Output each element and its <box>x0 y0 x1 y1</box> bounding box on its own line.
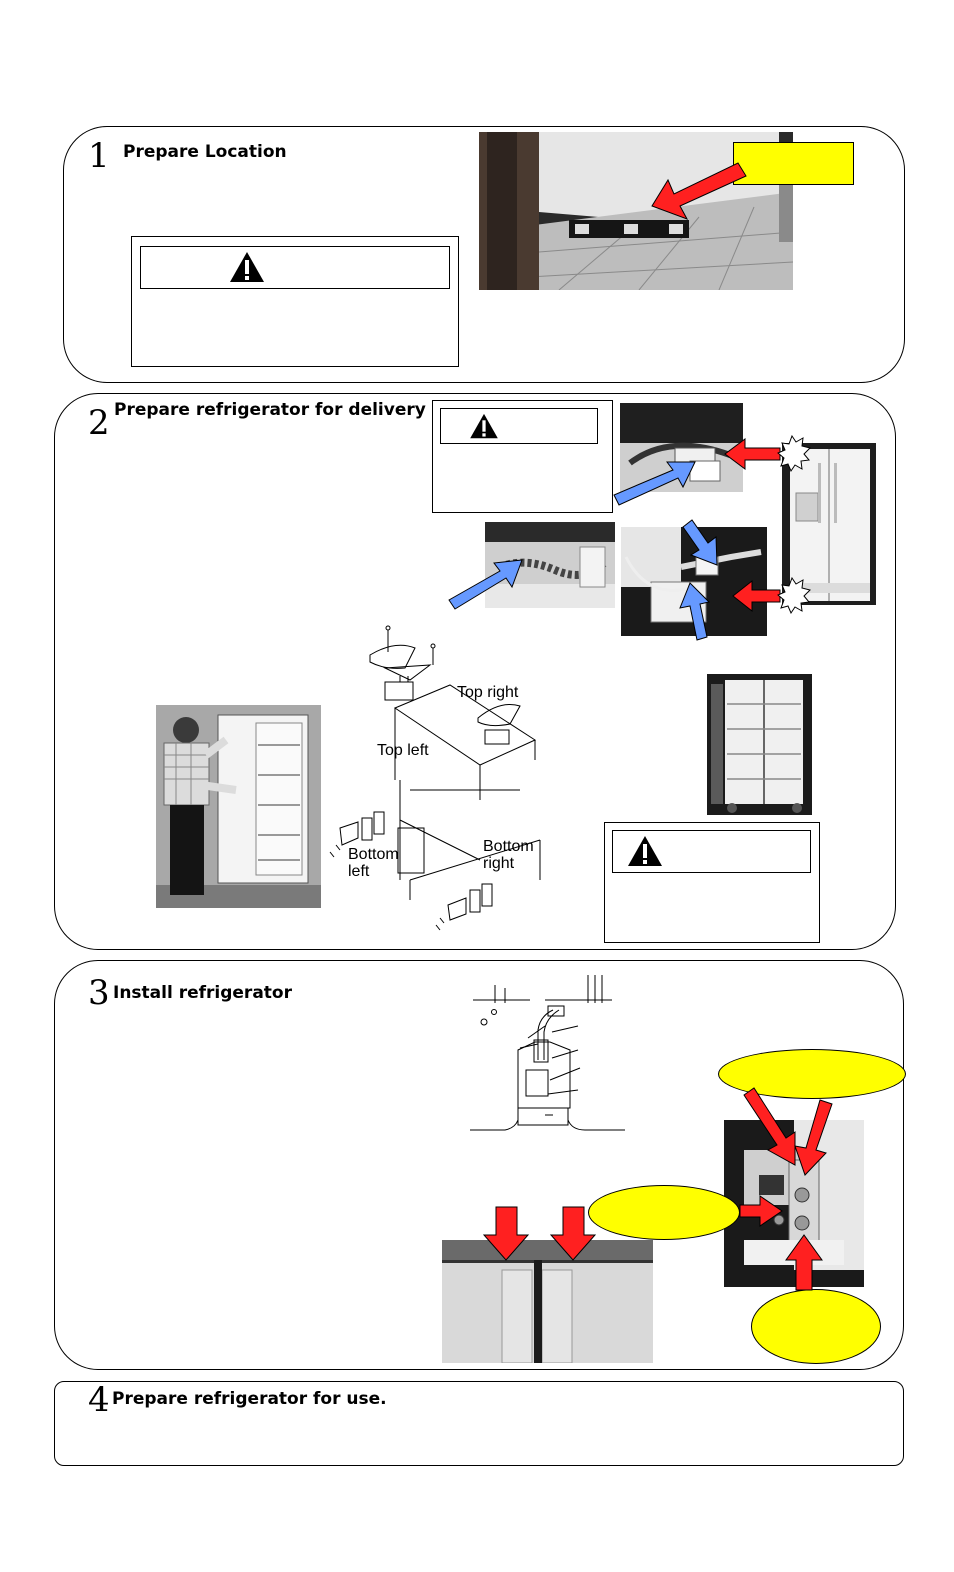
warning-triangle-icon <box>230 252 264 282</box>
step-1-warning-box <box>131 236 459 367</box>
step-3-title: Install refrigerator <box>113 983 292 1003</box>
hinge-label-top-left: Top left <box>377 742 429 759</box>
hinge-callout-top <box>718 1049 906 1099</box>
hinge-label-bottom-left: Bottom left <box>348 846 399 880</box>
man-with-refrigerator-photo <box>156 705 321 908</box>
hinge-label-top-right: Top right <box>457 684 519 701</box>
step-2-number: 2 <box>88 403 110 443</box>
hinge-callout-bottom <box>751 1289 881 1364</box>
level-callout <box>733 142 854 185</box>
step-2-warning-box-bottom <box>604 822 820 943</box>
warning-triangle-icon <box>470 413 498 439</box>
step-1-number: 1 <box>88 136 110 176</box>
water-line-connector-photo <box>620 403 743 492</box>
hinge-label-bottom-right: Bottom right <box>483 838 534 872</box>
step-4-title: Prepare refrigerator for use. <box>112 1389 387 1409</box>
step-2-warning-header-top <box>440 408 598 444</box>
hinge-adjustment-photo <box>724 1120 864 1287</box>
step-2-warning-header-bottom <box>612 830 811 873</box>
step-2-warning-box-top <box>432 400 613 513</box>
water-valve-photo <box>621 527 767 636</box>
step-4-number: 4 <box>88 1380 110 1420</box>
step-3-number: 3 <box>88 973 110 1013</box>
step-1-warning-header <box>140 246 450 289</box>
warning-triangle-icon <box>628 836 662 866</box>
refrigerator-cabinet-on-dolly-photo <box>707 674 812 815</box>
step-1-title: Prepare Location <box>123 142 287 162</box>
side-by-side-refrigerator-photo <box>782 443 876 605</box>
ice-maker-photo <box>485 522 615 608</box>
step-2-title: Prepare refrigerator for delivery <box>114 400 426 420</box>
step-4-panel <box>54 1381 904 1466</box>
door-alignment-photo <box>442 1240 653 1363</box>
hinge-callout-left <box>588 1185 740 1240</box>
